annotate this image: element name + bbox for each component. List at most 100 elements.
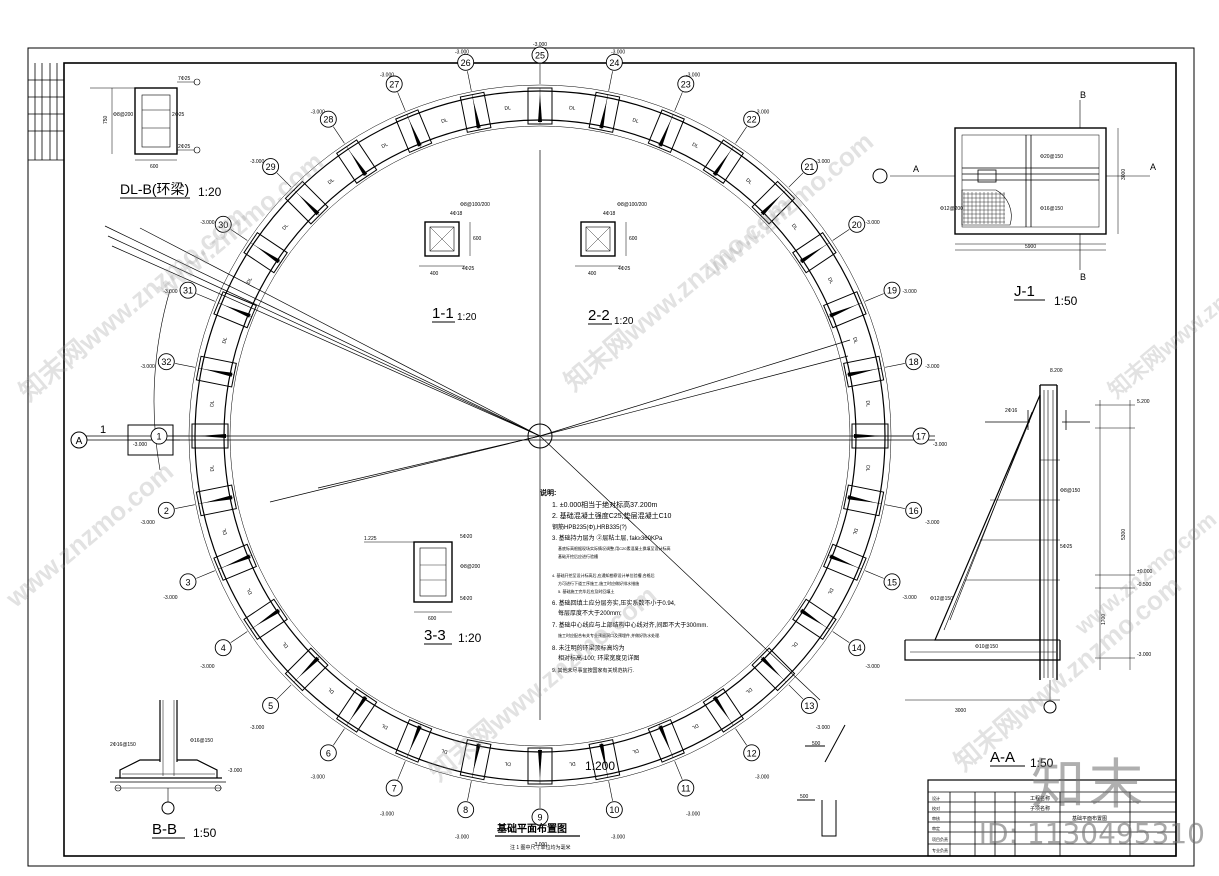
level-label: -3.000 [455,834,469,840]
j1-dim: 5900 [1025,244,1036,250]
footing [213,291,257,329]
level-label: -3.000 [200,664,214,670]
ring-beam-label: DL [744,177,753,186]
level-label: -3.000 [865,664,879,670]
grid-number: 5 [268,701,273,711]
plan-title: 基础平面布置图 [496,822,567,835]
aa-note: Φ12@150 [930,596,953,602]
footing [588,739,621,781]
ring-beam-label: DL [851,337,859,345]
s11-note: 4Φ25 [462,266,475,272]
section-11 [419,221,471,267]
grid-bubble [743,110,761,128]
radial-tick [865,570,884,579]
level-label: -3.000 [755,775,769,781]
dlb-dim: 600 [150,164,159,170]
footing [527,747,553,785]
radial-tick [276,172,292,188]
s33-level: 1.225 [364,536,377,542]
binding-strip [28,63,64,161]
j1-note: Φ16@150 [1040,206,1063,212]
level-label: -3.000 [816,725,830,731]
radial-tick [885,363,905,368]
grid-number: 17 [916,432,926,442]
note-line: 6. 基础回填土应分层夯实,压实系数不小于0.94, [552,599,676,607]
radial-tick [832,631,850,643]
ring-beam-label: DL [864,465,871,472]
s11-title: 1-1 [432,305,454,322]
ring-beam-label: DL [504,105,511,112]
s33-note: Φ8@200 [460,564,480,570]
grid-number: 12 [747,748,757,758]
grid-number: 8 [463,805,468,815]
plan-center-scale: 1:200 [585,759,615,773]
grid-number: 2 [164,506,169,516]
grid-bubble [319,110,337,128]
footings-group [191,87,889,785]
aa-note: Φ8@150 [1060,488,1080,494]
level-label: -3.000 [250,159,264,165]
ring-beam-label: DL [440,747,448,755]
s11-dim: 400 [430,271,439,277]
tb-row: 审定 [932,825,940,831]
ring-beam-label: DL [221,336,229,344]
footing [843,484,885,517]
s33-scale: 1:20 [458,631,482,645]
radial-tick [735,728,747,746]
level-label: -3.000 [533,842,547,848]
grid-number: 18 [909,357,919,367]
footing [284,647,329,692]
section-22 [575,221,627,267]
j1-dim: 3000 [1121,169,1127,180]
aa-level: ±0.000 [1137,569,1152,575]
footing [459,739,492,781]
grid-bubble [179,573,197,591]
tb-row: 项目负责 [932,836,948,842]
radial-tick [397,92,406,111]
s11-scale: 1:20 [457,312,477,323]
note-line: 2. 基础混凝土强度C25,垫层混凝土C10 [552,511,672,520]
note-line: 施工时应配合有关专业预留洞口及预埋件,并做好防水处理. [558,632,660,638]
axis-a-bubble [70,431,88,449]
level-label: -3.000 [250,725,264,731]
bb-bubble [161,801,175,815]
level-label: -3.000 [933,442,947,448]
grid-bubble [214,215,232,233]
radial-tick [674,761,683,780]
footing [195,355,237,388]
radial-tick [196,293,215,302]
note-line: 1. ±0.000相当于绝对标高37.200m [552,500,658,509]
footing [792,231,837,274]
level-label: -3.000 [141,364,155,370]
grid-number: 31 [183,286,193,296]
ring-beam-label: DL [221,527,229,535]
grid-number: 28 [323,115,333,125]
grid-bubble [150,427,168,445]
section-33 [364,541,453,613]
tb-drawing-name: 基础平面布置图 [1072,815,1107,822]
level-label: -3.000 [380,812,394,818]
dlb-dim: 750 [103,115,109,124]
level-label: -3.000 [865,220,879,226]
ring-beam-label: DL [691,722,700,730]
grid-bubble [800,696,818,714]
grid-bubble [848,215,866,233]
mark-500b: 500 [800,794,809,800]
aa-level: 5.200 [1137,399,1150,405]
grid-bubble [457,801,475,819]
grid-number: 27 [389,80,399,90]
bb-note: 2Φ16@150 [110,742,136,748]
notes-header: 说明: [540,488,556,497]
grid-bubble [457,53,475,71]
ring-beam-label: DL [281,640,290,649]
grid-number: 30 [218,220,228,230]
grid-bubbles-group: 1234567891011121314151617181920212223242… [150,46,930,826]
footing [243,231,288,274]
grid-number: 7 [392,783,397,793]
level-label: -3.000 [686,812,700,818]
ring-beam-label: DL [864,400,871,407]
note-line: 4. 基础开挖至设计标高后,应通知勘察设计单位验槽,合格后 [552,572,655,578]
grid-number: 15 [887,577,897,587]
footing [213,543,257,581]
j1-bubble [872,168,888,184]
